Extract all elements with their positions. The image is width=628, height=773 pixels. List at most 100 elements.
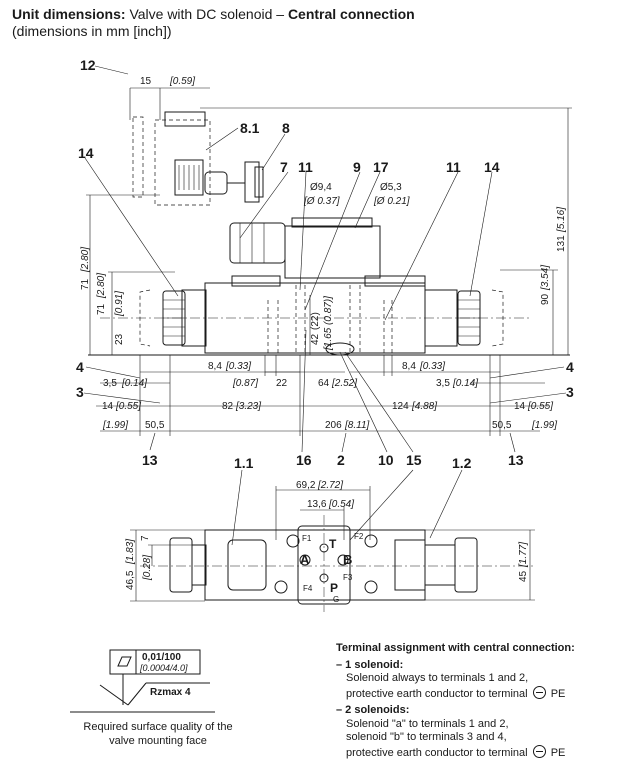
connector-housing [284,225,381,279]
plug-screw [204,171,228,195]
dim-028: [0.28] [142,555,153,581]
cap-8-lip [254,166,264,198]
page-header: Unit dimensions: Valve with DC solenoid … [12,6,415,40]
port-b [337,554,349,566]
dim-15: 15 [140,76,152,87]
dim-505a: 50,5 [145,420,165,431]
dim-42: 42 [310,333,321,345]
dim-35b: 3,5 [436,378,450,389]
dim-22v: (22) [310,312,321,330]
dim-199a: [1.99] [102,420,128,431]
plug-top [164,111,206,127]
port-label-b: B [343,552,352,567]
port-label-t: T [329,537,337,551]
port-seal [325,342,355,356]
plug-cable [132,116,144,198]
dim-84ai: [0.33] [225,361,251,372]
port-label-p: P [330,581,338,595]
flatness-icon [117,656,132,667]
callout-13b: 13 [508,452,524,468]
dim-091: [0.91] [114,291,125,317]
header-title-rest: Valve with DC solenoid – [125,6,288,22]
dim-53i: [Ø 0.21] [373,196,410,207]
dim-124i: [4.88] [411,401,437,412]
override-left-outline [139,289,151,347]
dim-82: 82 [222,401,234,412]
dim-505b: 50,5 [492,420,512,431]
plug-body [174,159,204,196]
dim-14bi: [0.55] [527,401,553,412]
dim-23: 23 [114,333,125,345]
callout-3b: 3 [566,384,574,400]
port-label-f1: F1 [302,534,312,543]
dim-136: 13,6 [307,499,327,510]
bolt-f3 [364,580,378,594]
earth-icon [532,685,546,699]
body-step-left [231,275,281,287]
callout-12: 12 [80,57,96,73]
body-step-right [364,275,426,287]
port-label-f4: F4 [303,584,313,593]
bolt-f4 [274,580,288,594]
dim-199b: [1.99] [531,420,557,431]
dim-71ai: [2.80] [80,247,91,273]
terminal-s2-line2: solenoid "b" to terminals 3 and 4, [346,731,507,743]
terminal-s2-pe: PE [550,746,566,759]
dim-64: 64 [318,378,330,389]
dim-35ai: [0.14] [121,378,147,389]
callout-13a: 13 [142,452,158,468]
dim-84bi: [0.33] [419,361,445,372]
port-labels: A B T P G F1 F2 F3 F4 [300,532,364,604]
dim-136i: [0.54] [328,499,354,510]
dim-206: 206 [325,420,342,431]
callout-17: 17 [373,159,389,175]
dim-84b: 8,4 [402,361,416,372]
terminal-s2-head: – 2 solenoids: [336,704,410,716]
flatness-texts: 0,01/100 [0.0004/4.0] Rzmax 4 [139,652,191,698]
flatness-value: 0,01/100 [142,652,181,663]
terminal-s2-line3: protective earth conductor to terminal [346,746,528,759]
override-right-outline [491,289,504,347]
header-subtitle: (dimensions in mm [inch]) [12,23,172,39]
dim-94i: [Ø 0.37] [303,196,340,207]
dim-206i: [8.11] [344,420,369,431]
terminal-s2-line3-row: protective earth conductor to terminal P… [336,744,621,761]
dim-71bi: [2.80] [96,273,107,299]
earth-icon [532,744,546,758]
callout-4b: 4 [566,359,574,375]
dim-45: 45 [518,570,529,582]
callout-81: 8.1 [240,120,260,136]
top-sol-right [424,544,456,586]
callout-7: 7 [280,159,288,175]
terminal-title: Terminal assignment with central connect… [336,642,575,654]
top-knob-left [169,537,193,593]
port-label-f3: F3 [343,573,353,582]
callout-10: 10 [378,452,394,468]
dim-53: Ø5,3 [380,182,402,193]
callout-9: 9 [353,159,361,175]
connector-top [291,217,373,228]
dim-124: 124 [392,401,409,412]
callout-16: 16 [296,452,312,468]
terminal-assignment: Terminal assignment with central connect… [336,642,621,760]
callout-11a: 11 [298,159,313,175]
dim-14b: 14 [514,401,526,412]
port-label-a: A [300,552,310,567]
callout-12x: 1.2 [452,455,472,471]
top-sol-left [191,544,207,586]
callout-2: 2 [337,452,345,468]
dim-71b: 71 [96,303,107,315]
terminal-s1-pe: PE [550,687,566,700]
dim-165: [1.65 (0.87)] [323,296,334,351]
header-title-bold: Unit dimensions: [12,6,126,22]
port-label-f2: F2 [354,532,364,541]
dim-692: 69,2 [296,480,316,491]
dim-90: 90 [540,293,551,305]
dim-14ai: [0.55] [115,401,141,412]
terminal-s1-line2: protective earth conductor to terminal [346,687,528,700]
dim-465i: [1.83] [125,539,136,565]
plug-body-outline [154,119,211,206]
terminal-s2-line1: Solenoid "a" to terminals 1 and 2, [346,717,509,730]
dim-35bi: [0.14] [452,378,478,389]
